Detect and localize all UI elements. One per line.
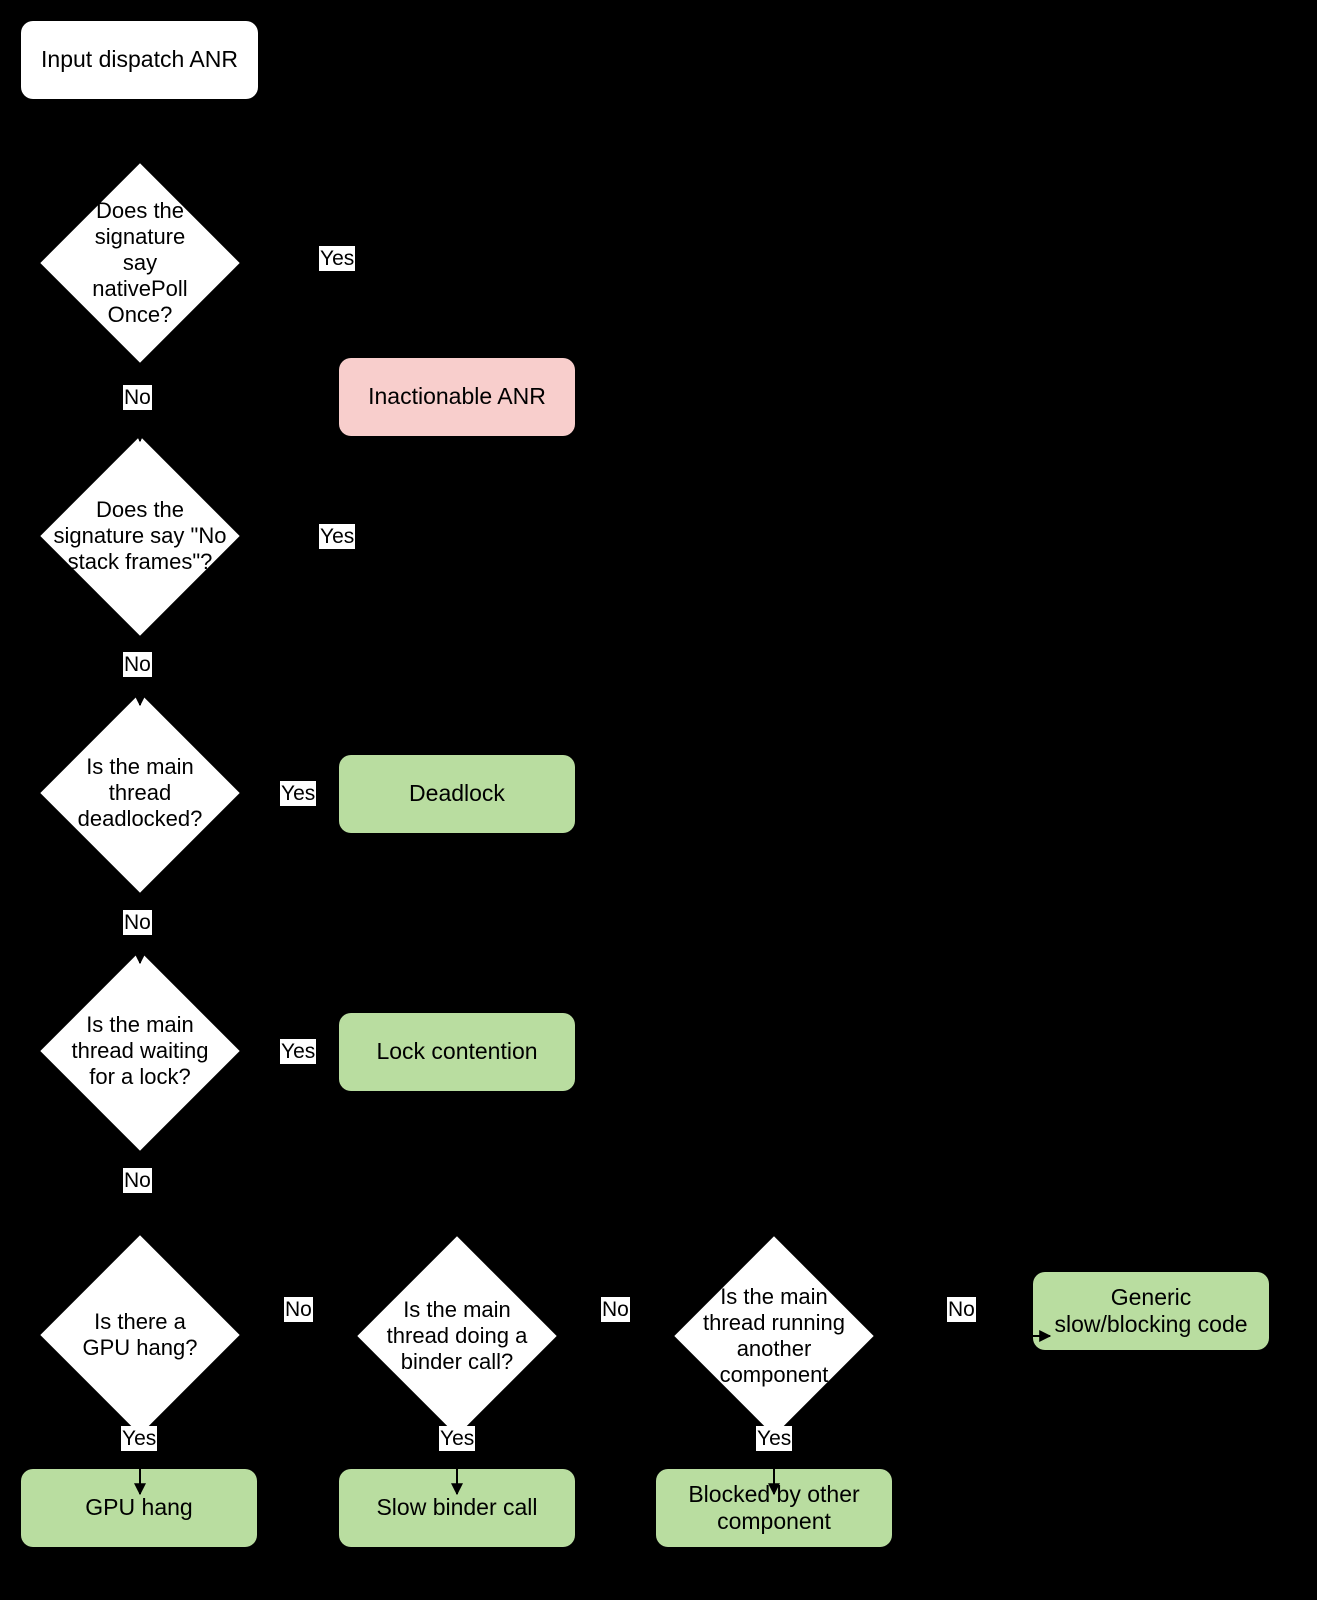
node-label: Deadlock [409,780,505,807]
edge-label-other-component-yes: Yes [756,1426,793,1451]
node-label: Is the main thread waiting for a lock? [71,1012,209,1089]
edge-label-nativepollonce-yes: Yes [319,246,356,271]
node-deadlock[interactable]: Deadlock [339,755,575,833]
node-lock-contention[interactable]: Lock contention [339,1013,575,1091]
node-label: GPU hang [85,1494,193,1521]
node-label: Slow binder call [376,1494,538,1521]
decision-running-another-component[interactable]: Is the main thread running another compo… [656,1236,892,1436]
decision-gpu-hang[interactable]: Is there a GPU hang? [22,1235,258,1435]
node-blocked-by-other-component[interactable]: Blocked by other component [656,1469,892,1547]
node-label: Input dispatch ANR [41,46,238,73]
node-label: Lock contention [376,1038,538,1065]
node-label: Is the main thread running another compo… [703,1284,845,1387]
node-label: Is the main thread doing a binder call? [386,1297,528,1374]
node-label: Is the main thread deadlocked? [77,754,203,831]
edge-label-gpu-hang-yes: Yes [121,1426,158,1451]
edge-label-gpu-hang-no: No [284,1297,313,1322]
decision-main-thread-waiting-for-lock[interactable]: Is the main thread waiting for a lock? [22,951,258,1151]
edge-label-waiting-lock-no: No [123,1168,152,1193]
node-input-dispatch-anr[interactable]: Input dispatch ANR [21,21,258,99]
edge-label-no-stack-frames-yes: Yes [319,524,356,549]
node-label: Does the signature say "No stack frames"… [53,497,227,574]
node-generic-slow-blocking-code[interactable]: Generic slow/blocking code [1033,1272,1269,1350]
decision-main-thread-deadlocked[interactable]: Is the main thread deadlocked? [22,693,258,893]
node-label: Does the signature say nativePoll Once? [92,198,188,327]
edge-label-binder-call-yes: Yes [439,1426,476,1451]
node-label: Inactionable ANR [368,383,546,410]
edge-label-other-component-no: No [947,1297,976,1322]
edge-label-no-stack-frames-no: No [123,652,152,677]
edge-label-nativepollonce-no: No [123,385,152,410]
edge-label-deadlocked-yes: Yes [280,781,317,806]
node-label: Is there a GPU hang? [82,1309,198,1360]
decision-nativepollonce[interactable]: Does the signature say nativePoll Once? [22,163,258,363]
edge-label-waiting-lock-yes: Yes [280,1039,317,1064]
decision-binder-call[interactable]: Is the main thread doing a binder call? [339,1236,575,1436]
edge-label-binder-call-no: No [601,1297,630,1322]
node-gpu-hang-outcome[interactable]: GPU hang [21,1469,257,1547]
node-label: Generic slow/blocking code [1054,1283,1248,1337]
decision-no-stack-frames[interactable]: Does the signature say "No stack frames"… [22,436,258,636]
node-label: Blocked by other component [688,1480,860,1534]
edge-label-deadlocked-no: No [123,910,152,935]
node-inactionable-anr[interactable]: Inactionable ANR [339,358,575,436]
node-slow-binder-call[interactable]: Slow binder call [339,1469,575,1547]
